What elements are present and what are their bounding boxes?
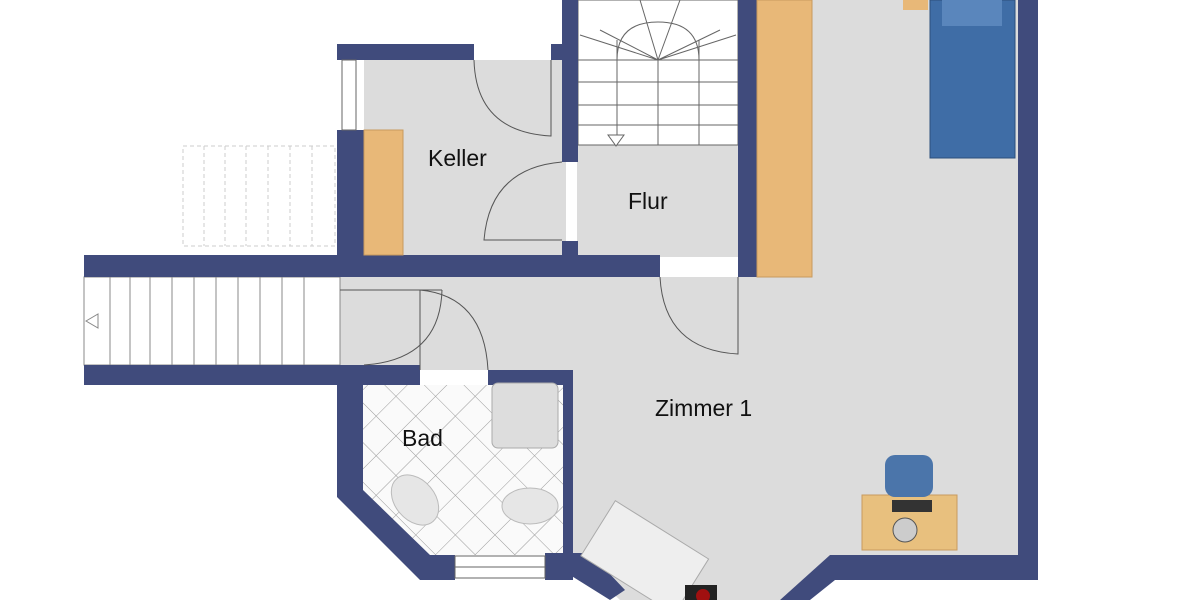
bed <box>929 0 1016 159</box>
external-stairs <box>83 145 341 366</box>
walls <box>84 0 1038 600</box>
flur-floor <box>577 145 739 257</box>
zimmer-floor <box>340 0 1020 600</box>
keller-shelf <box>363 129 404 256</box>
room-label-zimmer-1: Zimmer 1 <box>655 395 752 421</box>
nightstand <box>903 0 928 10</box>
toilet <box>501 487 559 525</box>
wardrobe <box>756 0 813 278</box>
hotplate <box>696 589 710 600</box>
doors <box>340 59 739 371</box>
room-label-keller: Keller <box>428 145 487 171</box>
desk-item <box>892 517 918 543</box>
room-label-flur: Flur <box>628 188 668 214</box>
internal-stairs <box>577 0 739 147</box>
shower-tray <box>491 382 559 449</box>
washbasin <box>390 474 440 526</box>
furniture <box>363 0 1016 600</box>
pillow <box>942 0 1002 26</box>
keyboard <box>892 500 932 512</box>
chair <box>885 455 933 497</box>
room-label-bad: Bad <box>402 425 443 451</box>
windows <box>341 59 546 579</box>
